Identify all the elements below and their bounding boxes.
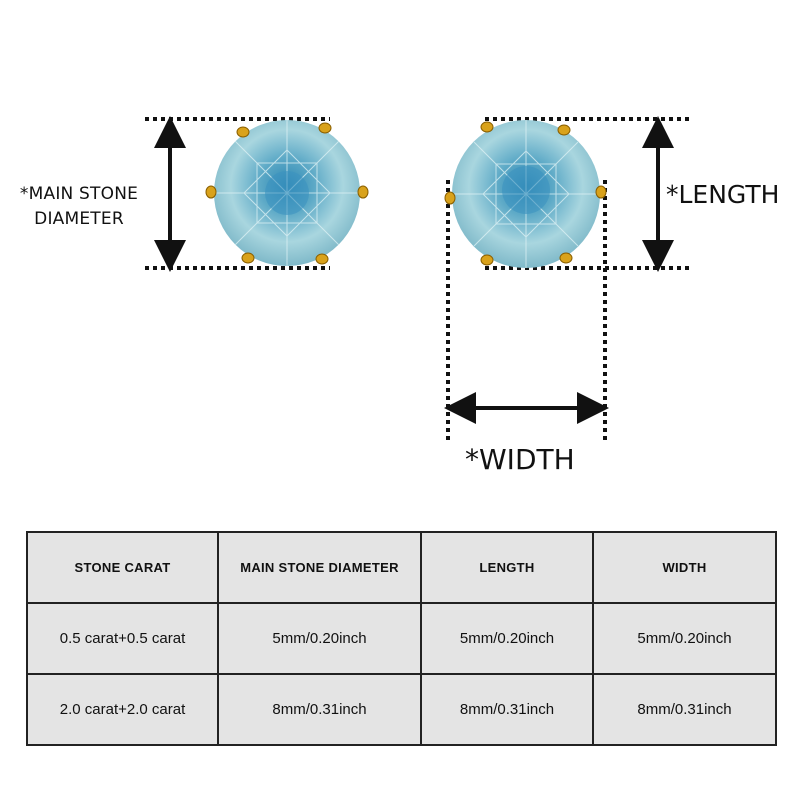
cell-main-stone-diameter: 5mm/0.20inch bbox=[217, 602, 422, 675]
cell-main-stone-diameter: 8mm/0.31inch bbox=[217, 673, 422, 746]
header-length: LENGTH bbox=[420, 531, 594, 604]
table-row: 0.5 carat+0.5 carat 5mm/0.20inch 5mm/0.2… bbox=[26, 602, 777, 675]
header-stone-carat: STONE CARAT bbox=[26, 531, 219, 604]
width-label: *WIDTH bbox=[465, 443, 575, 476]
length-label: *LENGTH bbox=[666, 180, 780, 209]
header-width: WIDTH bbox=[592, 531, 777, 604]
cell-length: 5mm/0.20inch bbox=[420, 602, 594, 675]
main-stone-diameter-label: *MAIN STONE DIAMETER bbox=[19, 184, 139, 229]
measurement-diagram bbox=[145, 116, 690, 440]
table-row: 2.0 carat+2.0 carat 8mm/0.31inch 8mm/0.3… bbox=[26, 673, 777, 746]
size-spec-table: STONE CARAT MAIN STONE DIAMETER LENGTH W… bbox=[26, 531, 777, 746]
cell-length: 8mm/0.31inch bbox=[420, 673, 594, 746]
cell-stone-carat: 2.0 carat+2.0 carat bbox=[26, 673, 219, 746]
stud-earring-right bbox=[444, 120, 607, 268]
stud-earring-left bbox=[205, 120, 369, 266]
header-main-stone-diameter: MAIN STONE DIAMETER bbox=[217, 531, 422, 604]
cell-stone-carat: 0.5 carat+0.5 carat bbox=[26, 602, 219, 675]
table-header-row: STONE CARAT MAIN STONE DIAMETER LENGTH W… bbox=[26, 531, 777, 604]
cell-width: 8mm/0.31inch bbox=[592, 673, 777, 746]
cell-width: 5mm/0.20inch bbox=[592, 602, 777, 675]
